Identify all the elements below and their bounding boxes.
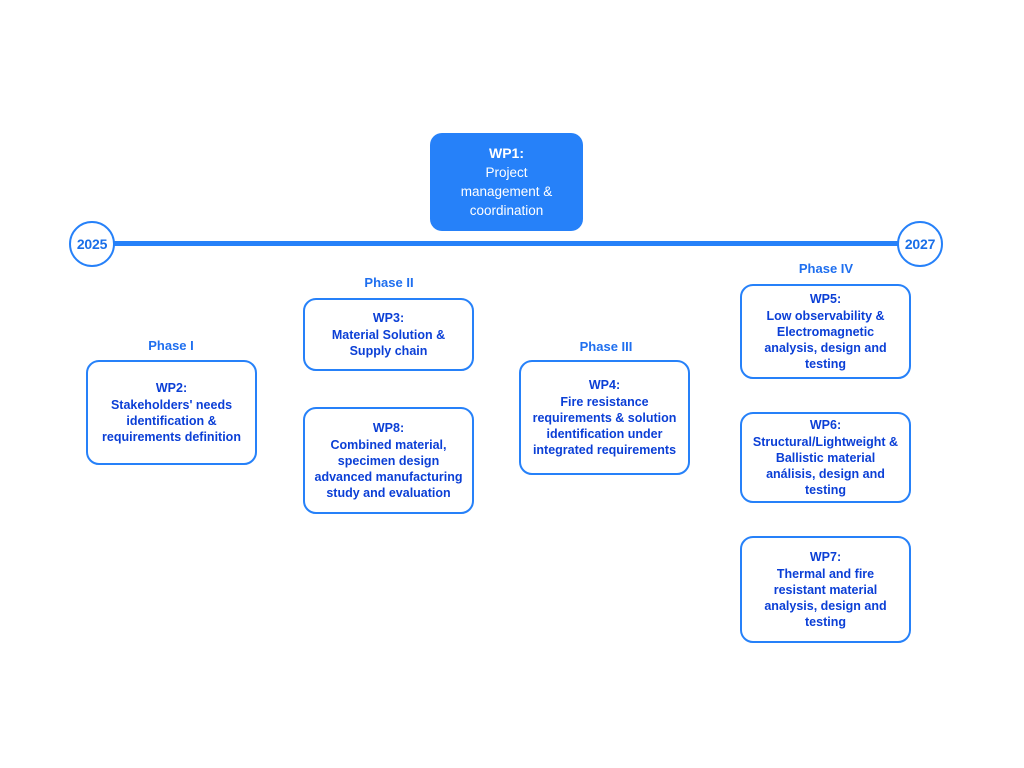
work-package-card-wp4[interactable]: WP4: Fire resistance requirements & solu… [519, 360, 690, 475]
wp3-code: WP3: [372, 311, 405, 325]
wp8-text: Combined material, specimen design advan… [314, 438, 463, 500]
work-package-card-wp5[interactable]: WP5: Low observability & Electromagnetic… [740, 284, 911, 379]
timeline-axis [104, 241, 910, 246]
wp1-code: WP1: [489, 145, 524, 161]
phase-label-2: Phase II [364, 275, 414, 290]
phase-label-4: Phase IV [798, 261, 854, 276]
wp5-code: WP5: [809, 292, 842, 306]
phase-label-1: Phase I [148, 338, 194, 353]
timeline-start-year-node: 2025 [69, 221, 115, 267]
timeline-end-year-node: 2027 [897, 221, 943, 267]
wp4-code: WP4: [588, 378, 621, 392]
work-package-card-wp6[interactable]: WP6: Structural/Lightweight & Ballistic … [740, 412, 911, 503]
wp2-code: WP2: [155, 381, 188, 395]
wp1-line-3: coordination [469, 203, 544, 218]
wp8-code: WP8: [372, 421, 405, 435]
wp6-text: Structural/Lightweight & Ballistic mater… [752, 435, 899, 497]
wp7-code: WP7: [809, 550, 842, 564]
work-package-card-wp3[interactable]: WP3: Material Solution & Supply chain [303, 298, 474, 371]
wp5-text: Low observability & Electromagnetic anal… [764, 309, 887, 371]
wp1-line-1: Project [485, 165, 528, 180]
wp3-text: Material Solution & Supply chain [331, 328, 446, 358]
wp4-text: Fire resistance requirements & solution … [532, 395, 677, 457]
wp2-text: Stakeholders' needs identification & req… [102, 398, 241, 444]
wp1-line-2: management & [460, 184, 553, 199]
work-package-card-wp8[interactable]: WP8: Combined material, specimen design … [303, 407, 474, 514]
timeline-end-year-label: 2027 [904, 236, 936, 252]
work-package-card-wp2[interactable]: WP2: Stakeholders' needs identification … [86, 360, 257, 465]
wp6-code: WP6: [809, 418, 842, 432]
timeline-start-year-label: 2025 [76, 236, 108, 252]
wp7-text: Thermal and fire resistant material anal… [764, 567, 887, 629]
work-package-card-wp7[interactable]: WP7: Thermal and fire resistant material… [740, 536, 911, 643]
wp1-management-box[interactable]: WP1: Project management & coordination [430, 133, 583, 231]
phase-label-3: Phase III [579, 339, 633, 354]
